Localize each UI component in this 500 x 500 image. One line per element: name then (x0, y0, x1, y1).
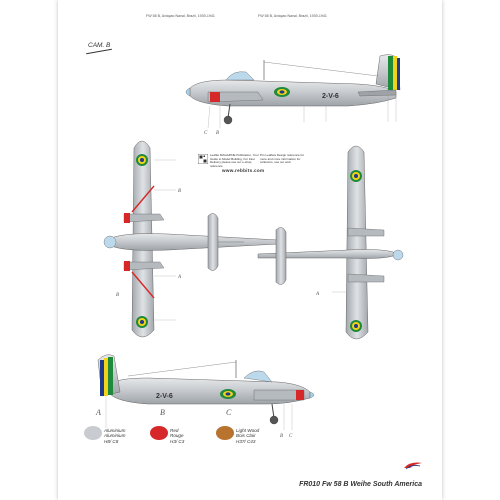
plan-view-upper: B A B (103, 140, 279, 338)
red-cowling (210, 92, 220, 102)
rudder-green-stripe (388, 56, 393, 90)
camo-label: CAM. B (88, 42, 111, 49)
aircraft-code-top: 2-V-6 (322, 93, 339, 100)
website-link[interactable]: www.rebbits.com (222, 168, 265, 173)
main-wheel-bottom (269, 415, 279, 425)
legend-a-line3: H8/ C8 (104, 438, 119, 444)
legend-letter-c: C (226, 408, 232, 417)
callout-c-top: C (204, 131, 208, 136)
info-right-text: Pro Leaflets Design reference for more a… (260, 153, 305, 165)
callout-b-bottom: B (280, 434, 283, 439)
legend-letter-a: A (96, 408, 101, 417)
callout-c-bottom: C (289, 434, 293, 439)
swatch-aluminium (84, 426, 102, 440)
wing-stripe-upper (131, 185, 155, 213)
side-view-top: 2-V-6 C B (185, 54, 401, 136)
callout-a-plan-upper: A (177, 275, 182, 280)
main-wheel-top (223, 115, 233, 125)
rudder-blue-stripe (397, 58, 400, 90)
qr-code-icon (198, 154, 208, 164)
legend-letter-b: B (160, 408, 165, 417)
header-left-caption: FW 58 B, Aviaçao Naval, Brazil, 1939-194… (146, 14, 215, 18)
legend-c-line2: Bois Clair (236, 433, 256, 439)
wing-stripe-lower (131, 271, 155, 299)
plan-view-lower: A (257, 145, 404, 340)
legend-b-line2: Rouge (170, 433, 184, 439)
legend-b-line3: H3/ C3 (170, 438, 185, 444)
callout-b-plan-upper: B (178, 189, 181, 194)
header-right-caption: FW 58 B, Aviaçao Naval, Brazil, 1939-194… (258, 14, 327, 18)
aircraft-code-bottom: 2-V-6 (156, 393, 173, 400)
side-view-bottom: 2-V-6 B C (97, 354, 315, 439)
legend-a-line1: Aluminium (104, 428, 126, 433)
instruction-sheet-page: FW 58 B, Aviaçao Naval, Brazil, 1939-194… (58, 0, 442, 500)
callout-a-plan-lower: A (315, 292, 320, 297)
footer-title: FR010 Fw 58 B Weihe South America (299, 481, 422, 488)
callout-b-plan-left: B (116, 293, 119, 298)
legend-c-line1: Light Wood (236, 428, 260, 433)
legend-c-line3: H37/ C43 (236, 438, 256, 444)
swatch-red (150, 426, 168, 440)
legend-b-line1: Red (170, 428, 179, 433)
aircraft-drawings: 2-V-6 C B (97, 54, 404, 439)
swatch-light-wood (216, 426, 234, 440)
callout-b-top: B (216, 131, 219, 136)
legend-a-line2: Aluminium (104, 433, 126, 439)
rudder-yellow-stripe (393, 56, 397, 90)
info-left-text: Leaflet MAGAZINE Publication, Your Guide… (210, 153, 259, 168)
brand-logo-icon (404, 462, 422, 470)
info-box: Leaflet MAGAZINE Publication, Your Guide… (198, 152, 310, 182)
